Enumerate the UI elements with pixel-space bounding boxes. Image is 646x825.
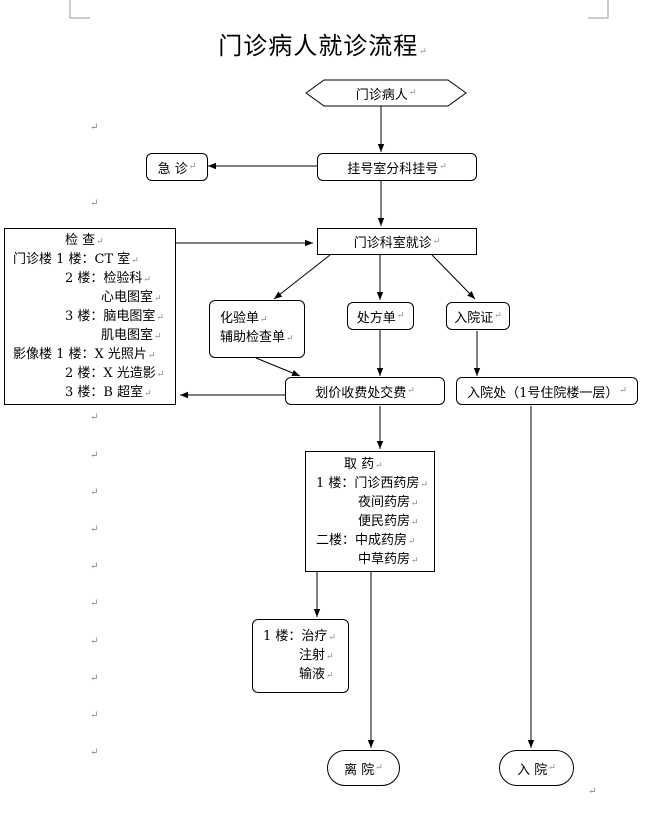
- paragraph-mark: ↵: [90, 524, 99, 535]
- paragraph-mark: ↵: [90, 561, 99, 572]
- exam-line: 影像楼 1 楼：X 光照片↵: [13, 347, 156, 362]
- cashier-node: 划价收费处交费↵: [285, 377, 445, 405]
- page-title: 门诊病人就诊流程↵: [218, 32, 428, 60]
- emergency-node: 急 诊↵: [146, 153, 208, 181]
- emergency-label: 急 诊: [157, 161, 188, 177]
- prescription-node: 处方单↵: [347, 302, 414, 330]
- start-node-label: 门诊病人: [355, 87, 408, 103]
- registration-label: 挂号室分科挂号: [347, 161, 439, 177]
- paragraph-mark: ↵: [90, 450, 99, 461]
- exam-line: 心电图室↵: [101, 290, 162, 305]
- exam-line: 3 楼：脑电图室↵: [65, 309, 164, 324]
- registration-node: 挂号室分科挂号↵: [317, 153, 477, 181]
- treatment-line: 1 楼：治疗↵: [263, 629, 336, 644]
- paragraph-mark: ↵: [588, 786, 597, 797]
- pharmacy-line: 夜间药房↵: [358, 495, 419, 510]
- treatment-line: 注射↵: [299, 648, 334, 663]
- paragraph-mark: ↵: [90, 636, 99, 647]
- paragraph-mark: ↵: [90, 747, 99, 758]
- paragraph-mark: ↵: [90, 487, 99, 498]
- pharmacy-heading: 取 药↵: [344, 457, 383, 472]
- lab-orders-node: 化验单↵ 辅助检查单↵: [209, 300, 305, 358]
- lab-order-line: 辅助检查单↵: [220, 330, 294, 345]
- pharmacy-line: 二楼：中成药房↵: [316, 533, 416, 548]
- admission-cert-node: 入院证↵: [446, 302, 510, 330]
- paragraph-mark: ↵: [90, 673, 99, 684]
- exam-line: 2 楼：检验科↵: [65, 271, 151, 286]
- admission-office-node: 入院处（1号住院楼一层）↵: [456, 377, 638, 405]
- exam-node: 检 查↵ 门诊楼 1 楼：CT 室↵ 2 楼：检验科↵ 心电图室↵ 3 楼：脑电…: [4, 228, 176, 405]
- paragraph-mark: ↵: [90, 598, 99, 609]
- paragraph-mark: ↵: [90, 412, 99, 423]
- start-node-shape: [305, 79, 467, 107]
- exam-line: 肌电图室↵: [101, 328, 162, 343]
- admit-node: 入 院↵: [499, 750, 574, 786]
- paragraph-mark: ↵: [90, 122, 99, 133]
- prescription-label: 处方单: [356, 310, 396, 326]
- pharmacy-line: 便民药房↵: [358, 514, 419, 529]
- pharmacy-node: 取 药↵ 1 楼：门诊西药房↵ 夜间药房↵ 便民药房↵ 二楼：中成药房↵ 中草药…: [305, 451, 435, 572]
- treatment-node: 1 楼：治疗↵ 注射↵ 输液↵: [252, 619, 349, 693]
- exam-line: 门诊楼 1 楼：CT 室↵: [13, 252, 139, 267]
- leave-label: 离 院: [344, 762, 375, 778]
- exam-line: 2 楼：X 光造影↵: [65, 366, 165, 381]
- cashier-label: 划价收费处交费: [315, 385, 407, 401]
- clinic-node: 门诊科室就诊↵: [317, 228, 477, 255]
- leave-node: 离 院↵: [327, 750, 400, 786]
- start-node: 门诊病人↵: [324, 80, 448, 106]
- lab-order-line: 化验单↵: [220, 311, 268, 326]
- treatment-line: 输液↵: [299, 667, 334, 682]
- pharmacy-line: 1 楼：门诊西药房↵: [316, 476, 428, 491]
- clinic-label: 门诊科室就诊: [353, 236, 432, 251]
- paragraph-mark: ↵: [90, 198, 99, 209]
- exam-line: 3 楼：B 超室↵: [65, 385, 152, 400]
- admit-label: 入 院: [517, 762, 548, 778]
- paragraph-mark: ↵: [90, 710, 99, 721]
- admission-office-label: 入院处（1号住院楼一层）: [467, 385, 619, 401]
- admission-cert-label: 入院证: [454, 310, 494, 326]
- pharmacy-line: 中草药房↵: [358, 552, 419, 567]
- exam-heading: 检 查↵: [65, 233, 104, 248]
